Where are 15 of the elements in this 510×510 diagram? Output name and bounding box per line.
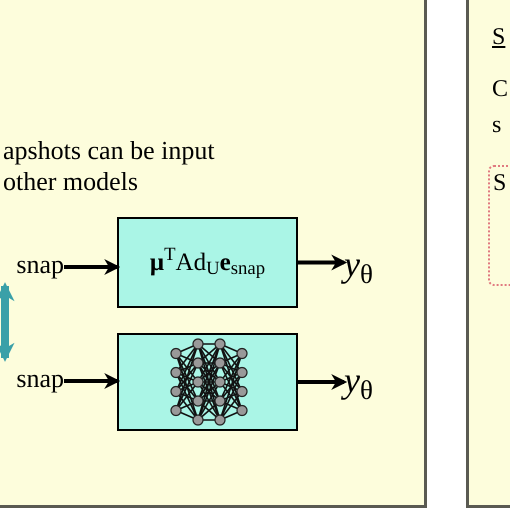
panel-text: apshots can be input other models <box>3 135 216 197</box>
dotted-box: S <box>488 165 510 286</box>
slide-panel <box>0 0 427 508</box>
arrow <box>298 254 348 270</box>
panel-heading: S <box>492 25 506 49</box>
arrow <box>298 374 348 390</box>
arrow <box>64 259 120 275</box>
input-label: snap <box>0 248 64 282</box>
arrow <box>64 373 120 389</box>
panel-text: C s <box>492 75 508 140</box>
formula-box: μ$^{T}$Ad$_{U}$e$_{snap}$ <box>117 217 298 308</box>
input-label: snap <box>0 362 64 396</box>
model-box <box>117 333 298 431</box>
slide-panel <box>466 0 510 508</box>
arrow <box>0 282 15 362</box>
